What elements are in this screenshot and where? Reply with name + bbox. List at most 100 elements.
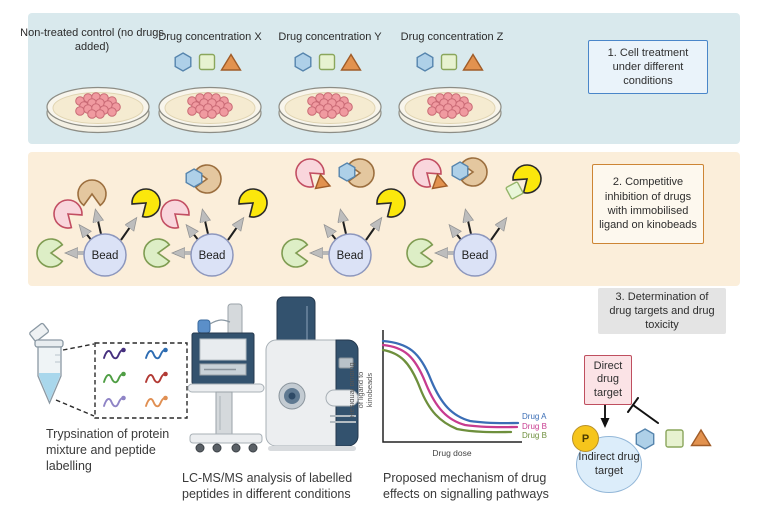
bead-label: Bead	[199, 250, 226, 262]
cart-base	[189, 433, 263, 444]
ligand-arrow	[365, 220, 380, 241]
displaced-tan-hexagon-complex	[451, 157, 488, 187]
curve-drug-a	[381, 339, 520, 425]
bead-group-control: Bead	[36, 179, 161, 277]
yellow-protein	[376, 188, 406, 218]
inhibition-tbar	[627, 397, 659, 424]
labelled-peptides	[103, 347, 168, 408]
condition-label-x: Drug concentration X	[158, 31, 262, 43]
bead-label: Bead	[337, 250, 364, 262]
ligand-arrow	[120, 220, 135, 241]
green-protein	[281, 238, 309, 268]
zoom-line	[55, 399, 95, 417]
ligand-arrow	[96, 212, 101, 235]
bead	[83, 233, 127, 277]
petri-dish-x	[158, 86, 262, 134]
mechanism-caption: Proposed mechanism of drug effects on si…	[383, 471, 549, 501]
tan-protein	[77, 179, 107, 207]
cart-wheels	[195, 443, 258, 453]
displaced-pink-triangle-complex	[412, 158, 449, 190]
displaced-tan-hexagon-complex	[185, 164, 222, 194]
ligand-arrow	[188, 227, 200, 242]
legend-drug-b-green: Drug B	[522, 431, 547, 440]
hexagon-drug-icon	[174, 52, 192, 72]
lc-bottle	[197, 319, 211, 334]
triangle-drug-icon	[220, 53, 242, 71]
ligand-arrow-empty	[326, 227, 338, 242]
condition-label-control: Non-treated control (no drugs added)	[20, 27, 164, 53]
cell-colony	[75, 92, 121, 119]
drug-trio-z	[416, 52, 484, 72]
tube-liquid	[39, 373, 60, 401]
green-protein	[406, 238, 434, 268]
pink-protein	[53, 199, 83, 229]
cell-colony	[427, 92, 473, 119]
bead-group-z: Bead	[406, 157, 542, 277]
condition-label-y: Drug concentration Y	[278, 31, 382, 43]
square-drug-icon	[440, 53, 458, 71]
hexagon-drug-icon	[416, 52, 434, 72]
yellow-protein	[238, 188, 268, 218]
square-drug-icon	[198, 53, 216, 71]
green-protein	[36, 238, 64, 268]
bead-label: Bead	[462, 250, 489, 262]
displaced-yellow-square-complex	[505, 164, 542, 200]
phosphorylation-badge: P	[572, 425, 599, 452]
svg-text:Residual binding: Residual binding	[350, 362, 356, 417]
ligand-arrow	[81, 227, 93, 242]
direct-drug-target: Direct drug target	[584, 355, 632, 405]
ligand-arrow	[227, 220, 242, 241]
displaced-tan-hexagon-complex	[338, 158, 375, 188]
drug-trio-y	[294, 52, 362, 72]
chart-x-axis-label: Drug dose	[432, 448, 471, 458]
cart-pedestal	[215, 391, 233, 435]
svg-text:of ligand to: of ligand to	[356, 372, 365, 409]
ms-inlet-port	[278, 382, 306, 410]
chart-axes	[382, 330, 522, 443]
green-protein	[143, 238, 171, 268]
triangle-drug-icon	[690, 428, 712, 447]
step2-box: 2. Competitive inhibition of drugs with …	[592, 164, 704, 244]
square-drug-icon	[318, 53, 336, 71]
curve-drug-b-pink	[381, 343, 519, 429]
bead	[453, 233, 497, 277]
legend-drug-b-pink: Drug B	[522, 422, 547, 431]
dose-response-chart: Residual binding of ligand to kinobeads …	[350, 330, 547, 458]
bead-label: Bead	[92, 250, 119, 262]
ligand-arrow-empty	[490, 220, 505, 241]
condition-label-z: Drug concentration Z	[400, 31, 504, 43]
bead-group-y: Bead	[281, 158, 406, 277]
zoom-line	[62, 343, 95, 351]
ligand-arrow-empty	[466, 212, 471, 235]
hexagon-drug-icon	[635, 428, 655, 450]
ligand-arrow-empty	[341, 212, 346, 235]
bead	[190, 233, 234, 277]
petri-dish-y	[278, 86, 382, 134]
square-drug-icon	[665, 429, 684, 448]
petri-dish-control	[46, 86, 150, 134]
bead	[328, 233, 372, 277]
triangle-drug-icon	[340, 53, 362, 71]
chart-y-axis-label: Residual binding of ligand to kinobeads	[350, 362, 374, 417]
step3-box: 3. Determination of drug targets and dru…	[598, 288, 726, 334]
tube-rim	[34, 339, 64, 348]
bead-group-x: Bead	[143, 164, 268, 277]
petri-dish-z	[398, 86, 502, 134]
pink-protein	[160, 199, 190, 229]
target-diagram-lines	[600, 397, 712, 450]
ligand-arrow-empty	[451, 227, 463, 242]
cell-colony	[187, 92, 233, 119]
lcms-illustration	[187, 296, 359, 453]
trypsination-illustration	[29, 322, 188, 419]
peptide-box	[94, 342, 188, 419]
triangle-drug-icon	[462, 53, 484, 71]
hexagon-drug-icon	[294, 52, 312, 72]
drug-trio-x	[174, 52, 242, 72]
displaced-pink-triangle-complex	[295, 158, 332, 190]
lcms-caption: LC-MS/MS analysis of labelled peptides i…	[182, 471, 353, 501]
svg-text:kinobeads: kinobeads	[365, 373, 374, 407]
curve-drug-b-green	[381, 348, 513, 434]
cell-colony	[307, 92, 353, 119]
step1-box: 1. Cell treatment under different condit…	[588, 40, 708, 94]
